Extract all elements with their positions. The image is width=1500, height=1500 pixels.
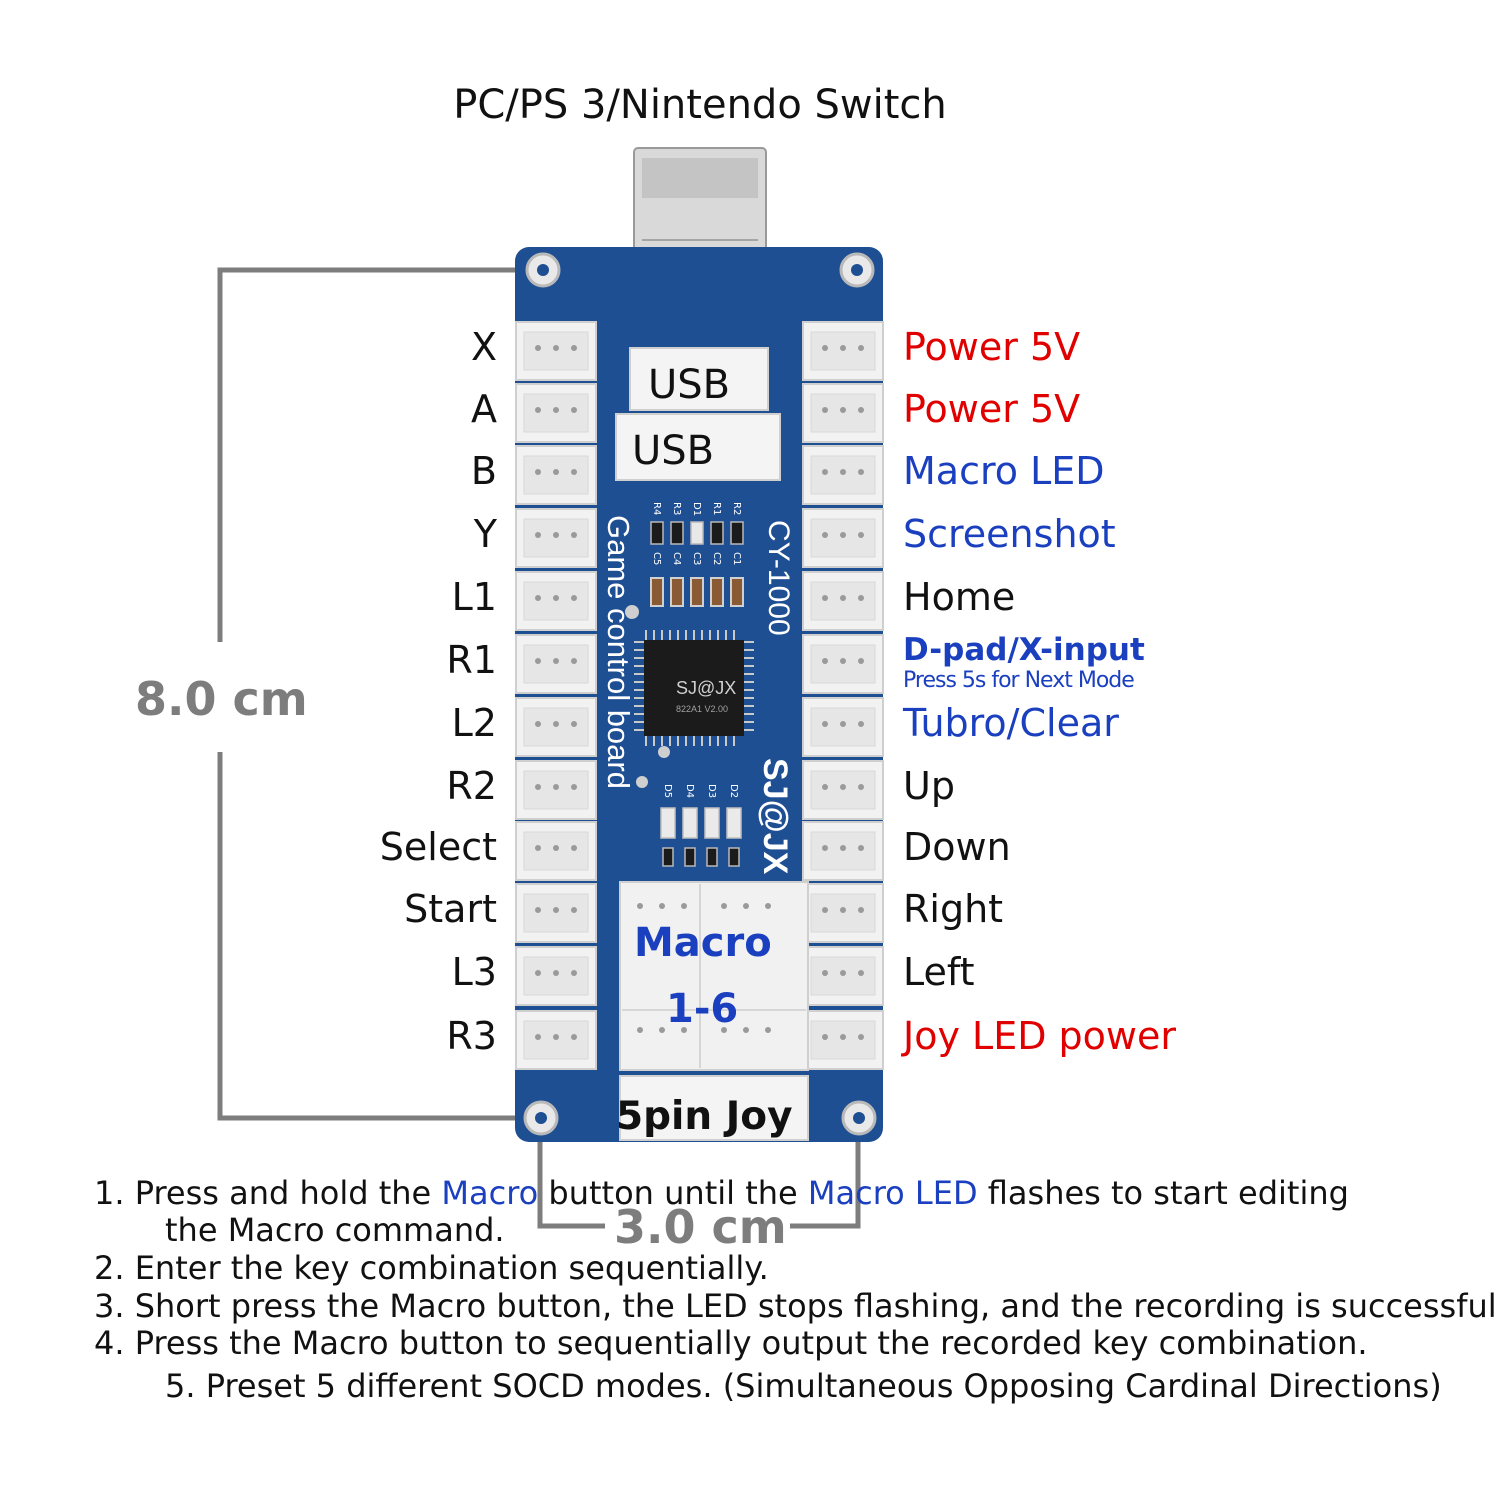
left-connector [515,634,597,694]
usb-header-2 [615,413,781,481]
smd-ref: D1 [691,502,702,516]
right-connector [802,321,884,381]
right-connector [802,571,884,631]
pin-label-left: Select [379,825,497,869]
right-connector [802,445,884,505]
pin-label-right: Tubro/Clear [903,701,1119,745]
pin-label-right: Right [903,887,1004,931]
right-connector [802,383,884,443]
smd-ref: D2 [728,784,739,798]
left-connector [515,760,597,820]
pin-label-right: Screenshot [903,512,1116,556]
note-3: 3. Short press the Macro button, the LED… [94,1287,1500,1325]
right-connector [802,634,884,694]
pin-label-left: Start [404,887,497,931]
height-dimension-line [217,267,545,1121]
pin-label-left: A [471,387,497,431]
smd-ref: R1 [711,502,722,515]
left-connector [515,383,597,443]
right-connector [802,883,884,943]
right-connector [802,760,884,820]
note-1-continued: the Macro command. [165,1211,505,1249]
smd-ref: C5 [651,552,662,565]
left-connector [515,883,597,943]
smd-ref: C1 [731,552,742,565]
pin-label-left: R1 [446,638,497,682]
left-connector [515,1010,597,1070]
joy-connector [619,1075,809,1141]
note-1-macro-led: Macro LED [807,1174,978,1212]
right-connector [802,508,884,568]
pin-label-left: B [470,449,497,493]
left-connector [515,321,597,381]
chip-code: 822A1 V2.00 [676,704,728,714]
left-connector [515,946,597,1006]
note-1-part: flashes to start editing [977,1174,1349,1212]
pin-label-left: L2 [451,701,497,745]
smd-ref: C2 [711,552,722,565]
pin-label-left: Y [473,512,497,556]
note-1-part: 1. Press and hold the [94,1174,442,1212]
board-model-silkscreen: CY-1000 [762,520,795,636]
note-1: 1. Press and hold the Macro button until… [94,1174,1349,1212]
pin-label-right: Left [903,950,975,994]
right-connector [802,1010,884,1070]
pin-label-left: L1 [451,575,497,619]
smd-ref: C3 [691,552,702,565]
smd-ref: D4 [684,784,695,798]
right-connector [802,946,884,1006]
usb-label-2: USB [632,428,714,474]
macro-range-label: 1-6 [666,986,739,1032]
pin-label-right: Power 5V [903,387,1081,431]
usb-label-1: USB [648,362,730,408]
note-2: 2. Enter the key combination sequentiall… [94,1249,769,1287]
width-dimension: 3.0 cm [614,1200,787,1254]
note-1-macro: Macro [441,1174,539,1212]
pin-label-right: Up [903,764,955,808]
controller-chip: SJ@JX 822A1 V2.00 [634,630,754,746]
chip-brand: SJ@JX [676,678,736,698]
smd-ref: R4 [651,502,662,515]
left-connector [515,508,597,568]
board-brand-silkscreen: SJ@JX [756,758,794,875]
left-connectors [515,321,597,1070]
pin-label-left: R3 [446,1014,497,1058]
left-connector [515,697,597,757]
right-connector [802,697,884,757]
pin-label-left: X [470,325,497,369]
dpad-mode-hint: Press 5s for Next Mode [903,668,1135,693]
smd-ref: R2 [731,502,742,515]
smd-ref: D3 [706,784,717,798]
note-1-part: button until the [538,1174,808,1212]
left-connector [515,445,597,505]
joy-label: 5pin Joy [616,1094,793,1139]
dpad-mode-label: D-pad/X-input [903,632,1145,668]
smd-ref: C4 [671,552,682,565]
right-connectors [802,321,884,1070]
macro-connector-block [619,881,809,1071]
diagram-title: PC/PS 3/Nintendo Switch [453,82,947,128]
pin-label-right: Power 5V [903,325,1081,369]
pin-label-left: L3 [451,950,497,994]
width-dimension-line [537,1118,861,1229]
right-connector [802,821,884,881]
left-connector [515,821,597,881]
smd-ref: R3 [671,502,682,515]
left-connector [515,571,597,631]
macro-label: Macro [634,920,772,966]
note-5: 5. Preset 5 different SOCD modes. (Simul… [165,1367,1442,1405]
board-name-silkscreen: Game control board [601,515,636,789]
pin-label-right: Down [903,825,1011,869]
note-4: 4. Press the Macro button to sequentiall… [94,1324,1368,1362]
usb-header-1 [629,347,769,411]
pin-label-left: R2 [446,764,497,808]
smd-ref: D5 [662,784,673,798]
pin-label-right: Joy LED power [903,1014,1176,1058]
height-dimension: 8.0 cm [135,672,308,726]
pin-label-right: Home [903,575,1016,619]
pin-label-right: Macro LED [903,449,1105,493]
